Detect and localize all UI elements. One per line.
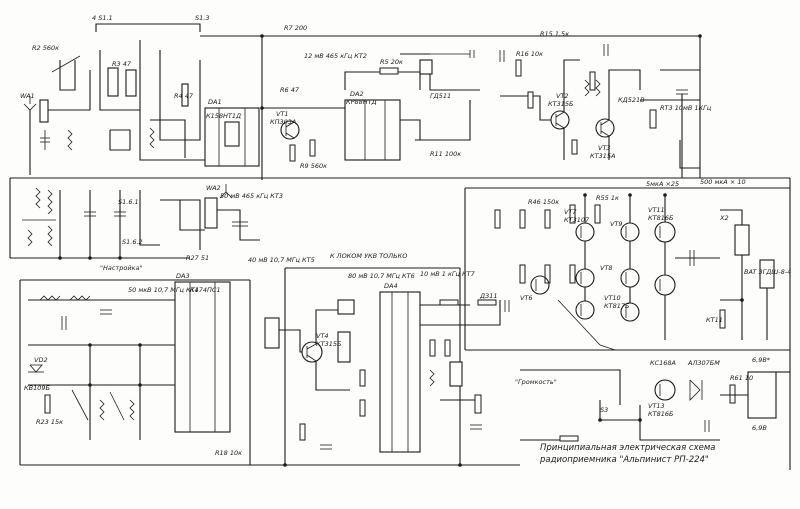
kt3-label: 50 мВ 465 кГц КТ3 [220,192,283,200]
r46-label: R46 150к [528,198,559,206]
kt5-label: 40 мВ 10,7 МГц КТ5 [248,256,315,264]
vt6-name: VT6 [520,294,533,302]
r7-label: R7 200 [284,24,307,32]
s13-label: S1.3 [195,14,209,22]
volt-label: 6,9В [752,424,767,432]
da2-name: DA2 [350,90,364,98]
s162-label: S1.6.2 [122,238,143,246]
r9-label: R9 560к [300,162,327,170]
wa2-label: WA2 [206,184,221,192]
coil-group-left [22,187,201,258]
wa1-label: WA1 [20,92,35,100]
vt7-name: VT7 [564,208,577,216]
kt1-label: 12 мВ 465 кГц КТ2 [304,52,367,60]
r27-label: R27 51 [186,254,209,262]
r22-label: R23 15к [36,418,63,426]
da3-type: К174ПС1 [190,286,221,294]
klokom-label: К ЛОКОМ УКВ ТОЛЬКО [330,252,407,260]
nastroika-label: "Настройка" [100,264,142,272]
power-section [520,299,790,442]
labels: 4 S1.1 S1.3 R7 200 R2 560к WA1 R3 47 R4 … [20,14,791,457]
da4-block [379,291,421,453]
vd2-type: КВ109Б [24,384,50,392]
vhf-input-area [28,295,175,440]
vt10-type: КТ817Б [604,302,630,310]
r3-label: R3 47 [112,60,132,68]
vt12-type: КС168А [650,359,676,367]
vt8-name: VT8 [600,264,613,272]
kt9-label: 5мкА ×25 [646,180,679,188]
in-volt-label: 6,9В* [752,356,771,364]
da1-block [204,107,260,167]
vt11-type: КТ816Б [648,214,674,222]
vt9-name: VT9 [610,220,623,228]
r55-label: R55 1к [596,194,619,202]
r16-label: R16 10к [516,50,543,58]
vt2-vt3-area [500,56,701,178]
kt6-label: 80 мВ 10,7 МГц КТ6 [348,272,415,280]
r4-label: R4 47 [174,92,194,100]
da2-type: КР88НТД [346,98,377,106]
vt13-type: КТ816Б [648,410,674,418]
vt11-name: VT11 [648,206,665,214]
top-capacitors [400,44,609,62]
gromkost-label: "Громкость" [515,378,557,386]
da1-type: К158НТ1Д [206,112,241,120]
r11-label: R11 100к [430,150,461,158]
caption-line2: радиоприемника "Альпинист РП-224" [539,455,709,465]
vt4-type: КТ315Б [316,340,342,348]
r5-label: R5 20к [380,58,403,66]
vt4-area [264,299,366,450]
af-section [420,299,510,430]
bat-label: BAT 3ГДШ-8-4 [744,268,791,276]
vt2-name: VT2 [556,92,569,100]
r6-label: R6 47 [280,86,300,94]
kt10-label: 500 мкА × 10 [700,178,746,186]
vt13-name: VT13 [648,402,665,410]
junction-dots [58,34,744,467]
s41-label: 4 S1.1 [92,14,113,22]
r2-label: R2 560к [32,44,59,52]
x2-label: X2 [719,214,729,222]
vt7-type: КТ3107 [564,216,590,224]
r15-label: R15 1,5к [540,30,569,38]
s161-label: S1.6.1 [118,198,139,206]
vt1-type: КП303А [270,118,296,126]
vd1-label: ГД511 [430,92,451,100]
caption: Принципиальная электрическая схема радио… [539,443,715,465]
vt10-name: VT10 [604,294,621,302]
s3-label: S3 [600,406,608,414]
vt3-name: VT3 [598,144,611,152]
vt1-da2-area [262,59,480,162]
vd2-name: VD2 [34,356,48,364]
da1-name: DA1 [208,98,222,106]
da3-name: DA3 [176,272,190,280]
r61-label: R61 10 [730,374,753,382]
da4-name: DA4 [384,282,398,290]
da3-block [174,281,231,433]
kt7-label: 10 мВ 1 кГц КТ7 [420,270,476,278]
kt4-label: 50 мкВ 10,7 МГц КТ4 [128,286,199,294]
wa2-area [179,184,260,241]
r18-label: R18 10к [215,449,242,457]
vt2-type: КТ315Б [548,100,574,108]
caption-line1: Принципиальная электрическая схема [540,443,715,453]
vt3-type: КТ315А [590,152,615,160]
vt4-name: VT4 [316,332,329,340]
vt1-name: VT1 [276,110,289,118]
vd4-type: АЛ307БМ [687,359,720,367]
kt11-label: КТ11 [706,316,723,324]
vd1b-label: КД521В [618,96,645,104]
output-amplifier [494,195,775,340]
rt3-label: RT3 10мВ 1КГц [660,104,712,112]
vd5-label: Д311 [479,292,498,300]
input-section [23,40,210,175]
